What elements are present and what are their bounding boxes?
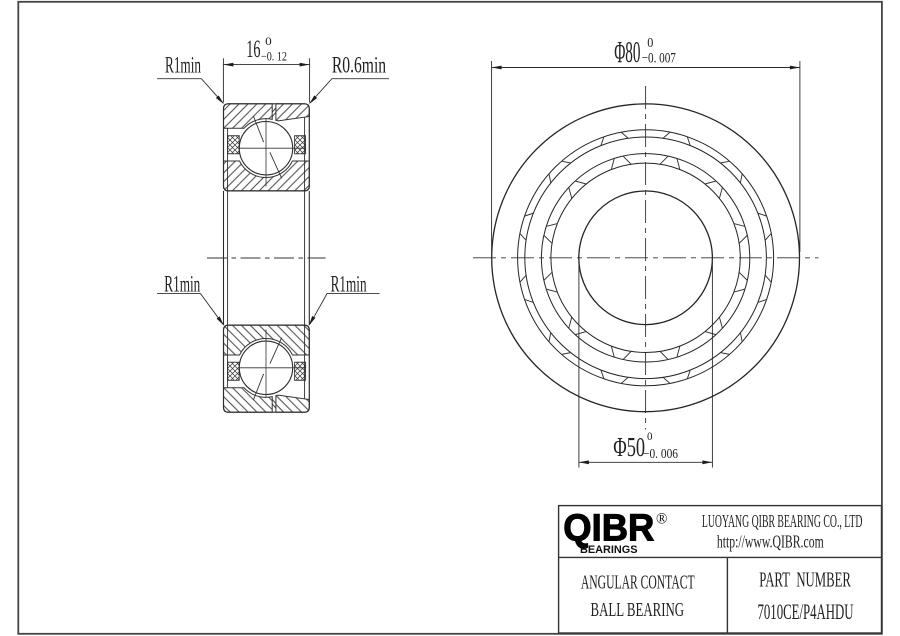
svg-text:PART NUMBER: PART NUMBER xyxy=(759,568,851,592)
svg-text:BALL BEARING: BALL BEARING xyxy=(591,599,685,621)
svg-text:Φ50: Φ50 xyxy=(613,431,645,462)
svg-text:0: 0 xyxy=(647,36,653,51)
svg-text:−0. 12: −0. 12 xyxy=(261,49,287,63)
svg-text:−0. 006: −0. 006 xyxy=(643,446,678,461)
svg-text:16: 16 xyxy=(246,34,260,63)
svg-text:R1min: R1min xyxy=(164,272,200,297)
svg-text:R1min: R1min xyxy=(165,53,201,78)
svg-text:QIBR: QIBR xyxy=(563,507,654,549)
svg-text:R1min: R1min xyxy=(331,272,367,297)
svg-text:LUOYANG QIBR BEARING CO., LTD: LUOYANG QIBR BEARING CO., LTD xyxy=(702,511,863,531)
svg-text:0: 0 xyxy=(265,36,272,48)
svg-text:R0.6min: R0.6min xyxy=(332,53,386,78)
svg-text:−0. 007: −0. 007 xyxy=(642,50,676,66)
svg-text:BEARINGS: BEARINGS xyxy=(580,544,638,556)
svg-text:0: 0 xyxy=(647,429,653,443)
svg-text:http://www.QIBR.com: http://www.QIBR.com xyxy=(717,532,824,552)
svg-text:ANGULAR CONTACT: ANGULAR CONTACT xyxy=(581,572,695,594)
svg-text:Φ80: Φ80 xyxy=(614,35,640,69)
svg-text:7010CE/P4AHDU: 7010CE/P4AHDU xyxy=(758,599,854,624)
svg-text:®: ® xyxy=(656,511,668,528)
